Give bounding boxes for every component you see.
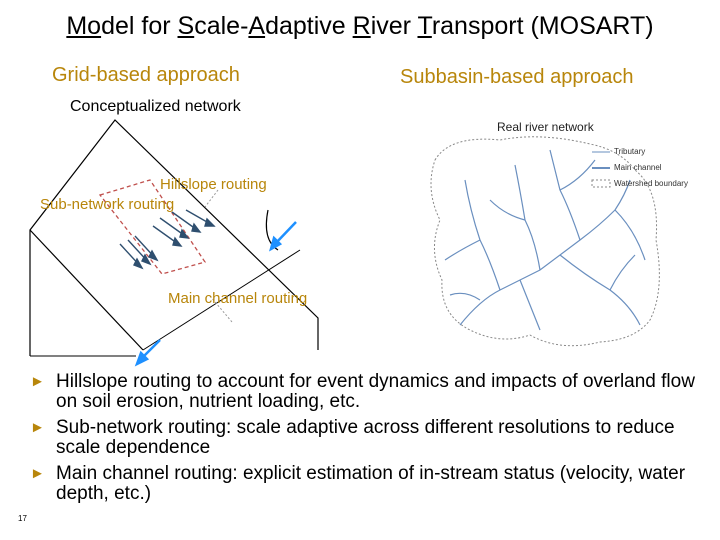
title-part: del for <box>101 12 178 40</box>
slope-edge <box>142 249 301 351</box>
arrowhead <box>269 235 283 252</box>
subnetwork-box <box>98 179 207 275</box>
river-network-map <box>430 136 660 347</box>
tributary <box>464 179 501 291</box>
arrowhead <box>179 228 190 239</box>
bullet-item: ► Main channel routing: explicit estimat… <box>30 464 710 504</box>
title-part: daptive <box>265 12 353 40</box>
left-heading: Grid-based approach <box>52 64 240 86</box>
title-part: A <box>248 12 266 40</box>
tributary <box>614 209 646 261</box>
title-part: T <box>417 12 432 40</box>
hillslope-leader <box>204 189 219 208</box>
watershed-boundary <box>430 136 660 347</box>
tributary <box>559 159 596 191</box>
subnetwork-routing-label: Sub-network routing <box>40 196 175 213</box>
arrowhead <box>172 236 183 247</box>
tributary <box>514 164 541 271</box>
bullet-item: ► Hillslope routing to account for event… <box>30 372 710 412</box>
main-channel-routing-label: Main channel routing <box>168 290 308 307</box>
bullet-text: Hillslope routing to account for event d… <box>56 371 695 412</box>
bullet-marker: ► <box>30 465 45 482</box>
hillslope-routing-label: Hillslope routing <box>160 176 267 193</box>
right-heading: Subbasin-based approach <box>400 66 634 88</box>
slide-number: 17 <box>18 514 27 523</box>
channel-arrow <box>141 339 161 359</box>
channel-curve <box>265 209 279 251</box>
cell-outline <box>29 119 319 356</box>
main-channel-leader <box>209 295 233 323</box>
tributary <box>559 254 641 326</box>
map-title: Real river network <box>497 120 594 134</box>
tributary <box>444 239 481 261</box>
tributary <box>519 279 541 331</box>
title-part: ransport (MOSART) <box>431 12 654 40</box>
arrowhead <box>191 222 202 233</box>
arrowhead <box>134 350 150 367</box>
conceptual-network-diagram <box>29 119 319 367</box>
page-title: Model for Scale-Adaptive River Transport… <box>0 12 720 41</box>
bullet-text: Sub-network routing: scale adaptive acro… <box>56 417 675 458</box>
arrowhead <box>133 257 144 270</box>
bullet-text: Main channel routing: explicit estimatio… <box>56 463 686 504</box>
bullet-list: ► Hillslope routing to account for event… <box>30 372 710 510</box>
tributary <box>549 149 581 241</box>
bullet-item: ► Sub-network routing: scale adaptive ac… <box>30 418 710 458</box>
legend-watershed-boundary: Watershed boundary <box>614 179 688 188</box>
arrowhead <box>141 253 152 266</box>
tributary <box>449 292 481 301</box>
concept-label: Conceptualized network <box>70 98 241 115</box>
arrowhead <box>204 217 216 227</box>
title-part: Mo <box>66 12 102 40</box>
main-channel-line <box>29 229 144 351</box>
tributary <box>489 199 526 221</box>
arrowhead <box>148 249 159 262</box>
legend-main-channel: Main channel <box>614 163 662 172</box>
title-part: R <box>352 12 371 40</box>
title-part: iver <box>370 12 418 40</box>
legend-watershed-swatch <box>591 179 611 188</box>
legend-tributary: Tributary <box>614 147 646 156</box>
title-part: cale- <box>194 12 249 40</box>
tributary <box>609 254 636 291</box>
channel-arrow <box>274 221 297 245</box>
bullet-marker: ► <box>30 419 45 436</box>
bullet-marker: ► <box>30 373 45 390</box>
title-part: S <box>177 12 195 40</box>
